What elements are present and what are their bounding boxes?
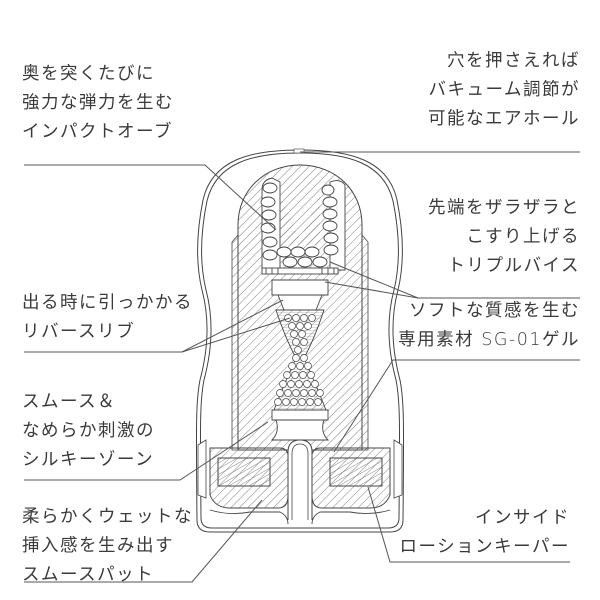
callout-line: 先端をザラザラと — [428, 198, 580, 218]
callout-line: 挿入感を生み出す — [22, 536, 174, 556]
base-assembly — [197, 439, 403, 525]
callout-line: 奥を突くたびに — [22, 64, 155, 84]
leader-lines — [24, 151, 580, 583]
callout-air-hole: 穴を押さえれば バキューム調節が 可能なエアホール — [428, 47, 580, 134]
callout-smooth-pad: 柔らかくウェットな 挿入感を生み出す スムースパット — [22, 503, 193, 590]
callout-line: スムース＆ — [22, 392, 117, 412]
silky-zone — [270, 309, 330, 441]
callout-line: スムースパット — [22, 565, 155, 585]
callout-line: 可能なエアホール — [428, 109, 580, 129]
callout-line: シルキーゾーン — [22, 450, 155, 470]
callout-reverse-rib: 出る時に引っかかる リバースリブ — [22, 289, 193, 347]
callout-line: なめらか刺激の — [22, 421, 155, 441]
callout-lotion-keeper: インサイド ローションキーパー — [400, 504, 570, 562]
callout-line: 穴を押さえれば — [447, 51, 580, 71]
callout-line: 強力な弾力を生む — [22, 93, 174, 113]
callout-line: 柔らかくウェットな — [22, 507, 193, 527]
callout-line: インパクトオーブ — [22, 122, 173, 142]
reverse-rib — [261, 267, 339, 311]
callout-sg01-gel: ソフトな質感を生む 専用素材 SG-01ゲル — [398, 297, 580, 355]
callout-line: ローションキーパー — [399, 537, 570, 557]
callout-impact-orb: 奥を突くたびに 強力な弾力を生む インパクトオーブ — [22, 60, 174, 147]
callout-silky-zone: スムース＆ なめらか刺激の シルキーゾーン — [22, 388, 155, 475]
callout-line: 出る時に引っかかる — [22, 293, 193, 313]
callout-line: 専用素材 SG-01ゲル — [398, 330, 580, 350]
callout-line: バキューム調節が — [428, 80, 580, 100]
callout-triple-vise: 先端をザラザラと こすり上げる トリプルバイス — [428, 194, 580, 281]
callout-line: トリプルバイス — [447, 256, 580, 276]
outer-shell — [195, 149, 405, 533]
callout-line: リバースリブ — [22, 322, 136, 342]
air-hole-icon — [293, 148, 305, 154]
callout-line: ソフトな質感を生む — [409, 301, 580, 321]
impact-orb-cavity — [260, 177, 346, 271]
callout-line: こすり上げる — [466, 227, 580, 247]
callout-line: インサイド — [475, 508, 570, 528]
